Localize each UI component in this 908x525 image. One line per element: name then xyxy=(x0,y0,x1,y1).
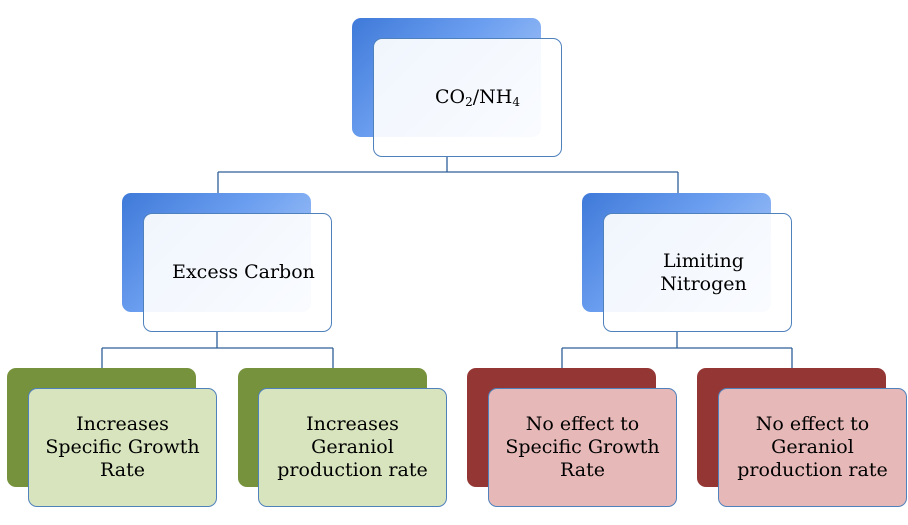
geraniol-no-effect-label: No effect to Geraniol production rate xyxy=(737,413,888,481)
limiting-nitrogen-node: Limiting Nitrogen xyxy=(603,213,792,332)
growth-rate-increase-node: Increases Specific Growth Rate xyxy=(28,388,217,507)
root-node: CO2/NH4 xyxy=(373,38,562,157)
limiting-nitrogen-label: Limiting Nitrogen xyxy=(660,249,747,295)
excess-carbon-node: Excess Carbon xyxy=(143,213,332,332)
connector-root xyxy=(217,157,679,193)
excess-carbon-label: Excess Carbon xyxy=(172,261,315,284)
geraniol-increase-label: Increases Geraniol production rate xyxy=(277,413,428,481)
growth-rate-no-effect-node: No effect to Specific Growth Rate xyxy=(488,388,677,507)
geraniol-no-effect-node: No effect to Geraniol production rate xyxy=(718,388,907,507)
connector-left xyxy=(101,332,334,368)
root-label: CO2/NH4 xyxy=(434,86,520,110)
growth-rate-no-effect-label: No effect to Specific Growth Rate xyxy=(505,413,660,481)
geraniol-increase-node: Increases Geraniol production rate xyxy=(258,388,447,507)
connector-right xyxy=(561,332,793,368)
growth-rate-increase-label: Increases Specific Growth Rate xyxy=(45,413,200,481)
